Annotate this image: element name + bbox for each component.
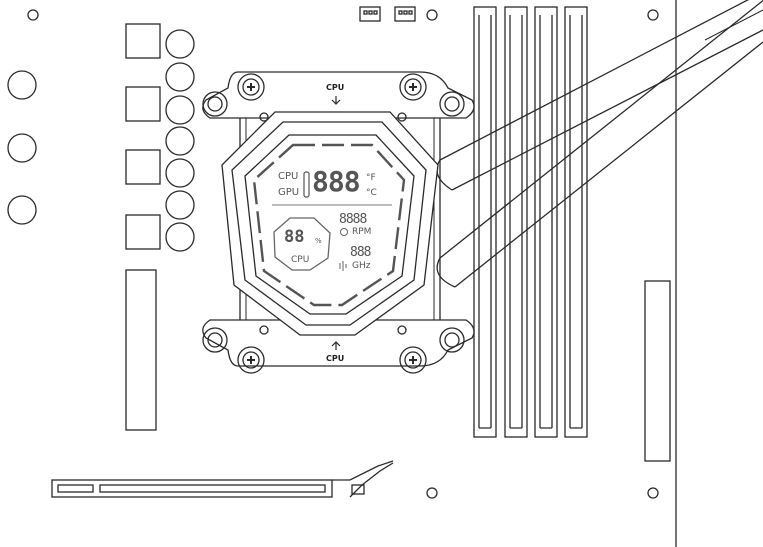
mounting-bracket-bottom: [202, 112, 475, 374]
mount-hole: [647, 487, 659, 499]
screw-icon: [409, 83, 417, 91]
bracket-top-label: CPU: [326, 83, 345, 92]
fan-icon: [340, 228, 348, 236]
vrm-capacitor: [165, 222, 195, 252]
vrm-choke: [125, 149, 161, 185]
side-connector: [644, 280, 671, 462]
temp-bar-icon: [303, 171, 310, 198]
mount-hole: [426, 487, 438, 499]
screw-icon: [247, 356, 255, 364]
vrm-capacitor: [165, 62, 195, 92]
clock-digits: 888: [350, 245, 372, 260]
temp-unit-f: °F: [366, 173, 376, 183]
mount-hole: [27, 9, 39, 21]
mount-hole: [426, 9, 438, 21]
clock-label: GHz: [352, 261, 371, 271]
usage-digits: 88: [284, 227, 305, 247]
vrm-capacitor: [165, 190, 195, 220]
ram-slot: [504, 6, 528, 438]
ram-slot: [534, 6, 558, 438]
clock-icon: [339, 261, 347, 271]
usage-label: CPU: [291, 255, 310, 265]
coolant-tube: [436, 0, 763, 288]
vrm-choke: [125, 214, 161, 250]
bracket-bottom-label: CPU: [326, 354, 345, 363]
temp-unit-c: °C: [366, 188, 377, 198]
temp-digits: 888: [312, 165, 361, 198]
ram-slot: [473, 6, 497, 438]
vrm-capacitor: [165, 126, 195, 156]
screw-icon: [247, 83, 255, 91]
screw-icon: [409, 356, 417, 364]
temp-source-cpu: CPU: [278, 171, 299, 182]
ram-slot: [564, 6, 588, 438]
fan-header: [359, 6, 381, 22]
arrow-up-icon: [331, 341, 341, 350]
vrm-choke: [125, 23, 161, 59]
capacitor: [7, 70, 37, 100]
vrm-capacitor: [165, 29, 195, 59]
capacitor: [7, 195, 37, 225]
usage-unit: %: [315, 237, 322, 245]
capacitor: [7, 133, 37, 163]
arrow-down-icon: [331, 96, 341, 105]
vrm-capacitor: [165, 158, 195, 188]
coolant-tube: [436, 0, 763, 191]
pcie-slot: [51, 460, 394, 498]
display-ring: [252, 143, 406, 307]
fan-header: [394, 6, 416, 22]
io-connector: [125, 269, 157, 431]
mounting-bracket-top: [202, 71, 475, 119]
usage-hexagon: [273, 217, 331, 271]
mount-hole: [647, 9, 659, 21]
fan-digits: 8888: [339, 212, 367, 227]
vrm-choke: [125, 86, 161, 122]
temp-source-gpu: GPU: [278, 187, 300, 198]
fan-label: RPM: [352, 227, 372, 237]
vrm-capacitor: [165, 95, 195, 125]
